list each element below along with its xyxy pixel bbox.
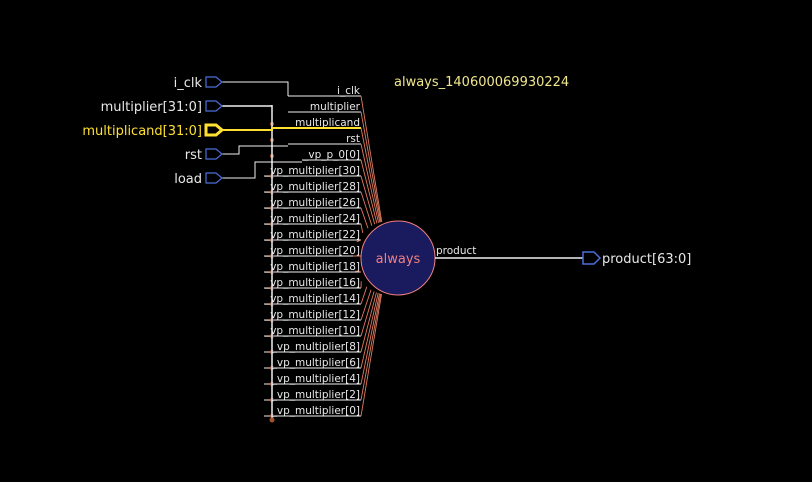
fan-wire (360, 191, 373, 226)
product-net-label: product (436, 245, 476, 257)
input-port-label: load (174, 172, 202, 187)
pin-label: _vp_multiplier[18] (264, 261, 360, 273)
input-port[interactable] (205, 76, 223, 88)
pin-label: multiplier (310, 101, 361, 113)
fan-wire (360, 207, 369, 229)
fan-wire (360, 293, 383, 417)
pin-label: _vp_multiplier[6] (271, 357, 360, 369)
rst-wire (222, 145, 288, 155)
pin-label: _vp_multiplier[8] (271, 341, 360, 353)
bus-end-dot (269, 417, 275, 423)
pin-label: _vp_multiplier[28] (264, 181, 360, 193)
load-wire (222, 161, 302, 179)
pin-label: rst (346, 133, 360, 145)
fan-wire (360, 223, 364, 234)
output-port-product[interactable] (582, 251, 602, 265)
pin-label: _vp_multiplier[16] (264, 277, 360, 289)
fan-wire (360, 175, 376, 225)
input-port[interactable] (205, 172, 223, 184)
pin-label: _vp_multiplier[24] (264, 213, 360, 225)
pin-labels: i_clk multiplier multiplicand rst _vp_p_0[0]… (264, 85, 361, 417)
pin-label: _vp_p_0[0] (302, 149, 360, 161)
input-port[interactable] (205, 148, 223, 160)
wire-layer (222, 81, 361, 423)
input-port[interactable] (205, 100, 223, 112)
fan-wire (360, 159, 378, 224)
fan-wire (360, 292, 379, 369)
pin-label: _vp_multiplier[22] (264, 229, 360, 241)
fan-wire (360, 111, 382, 223)
block-title: always_140600069930224 (394, 75, 569, 90)
fan-wire (360, 291, 375, 337)
pin-label: _vp_multiplier[20] (264, 245, 360, 257)
input-port-label: multiplier[31:0] (101, 100, 202, 115)
multiplicand-wire (222, 127, 361, 131)
fan-in-wires (353, 95, 383, 417)
pin-label: _vp_multiplier[4] (271, 373, 360, 385)
pin-label: _vp_multiplier[0] (271, 405, 360, 417)
fan-wire (356, 239, 362, 243)
pin-label: multiplicand (295, 117, 360, 129)
always-block-label: always (376, 252, 421, 267)
pin-label: _vp_multiplier[2] (271, 389, 360, 401)
input-ports: i_clk multiplier[31:0] multiplicand[31:0] r… (82, 76, 225, 187)
input-port-label: i_clk (174, 76, 203, 91)
pin-label: i_clk (337, 85, 361, 97)
fan-wire (360, 127, 381, 223)
fan-wire (355, 270, 362, 273)
pin-label: _vp_multiplier[14] (264, 293, 360, 305)
output-port-label: product[63:0] (602, 252, 691, 267)
fan-wire (360, 289, 372, 321)
fan-wire (360, 286, 368, 305)
fan-wire (360, 293, 382, 401)
input-port-label: multiplicand[31:0] (82, 124, 202, 139)
pin-label: _vp_multiplier[12] (264, 309, 360, 321)
fan-wire (360, 292, 377, 353)
input-port[interactable] (204, 123, 225, 137)
pin-label: _vp_multiplier[30] (264, 165, 360, 177)
fan-wire (360, 143, 380, 223)
fan-wire (360, 95, 383, 223)
input-port-label: rst (185, 148, 202, 163)
pin-label: _vp_multiplier[10] (264, 325, 360, 337)
fan-wire (360, 293, 381, 385)
i_clk-wire (222, 81, 289, 96)
pin-label: _vp_multiplier[26] (264, 197, 360, 209)
